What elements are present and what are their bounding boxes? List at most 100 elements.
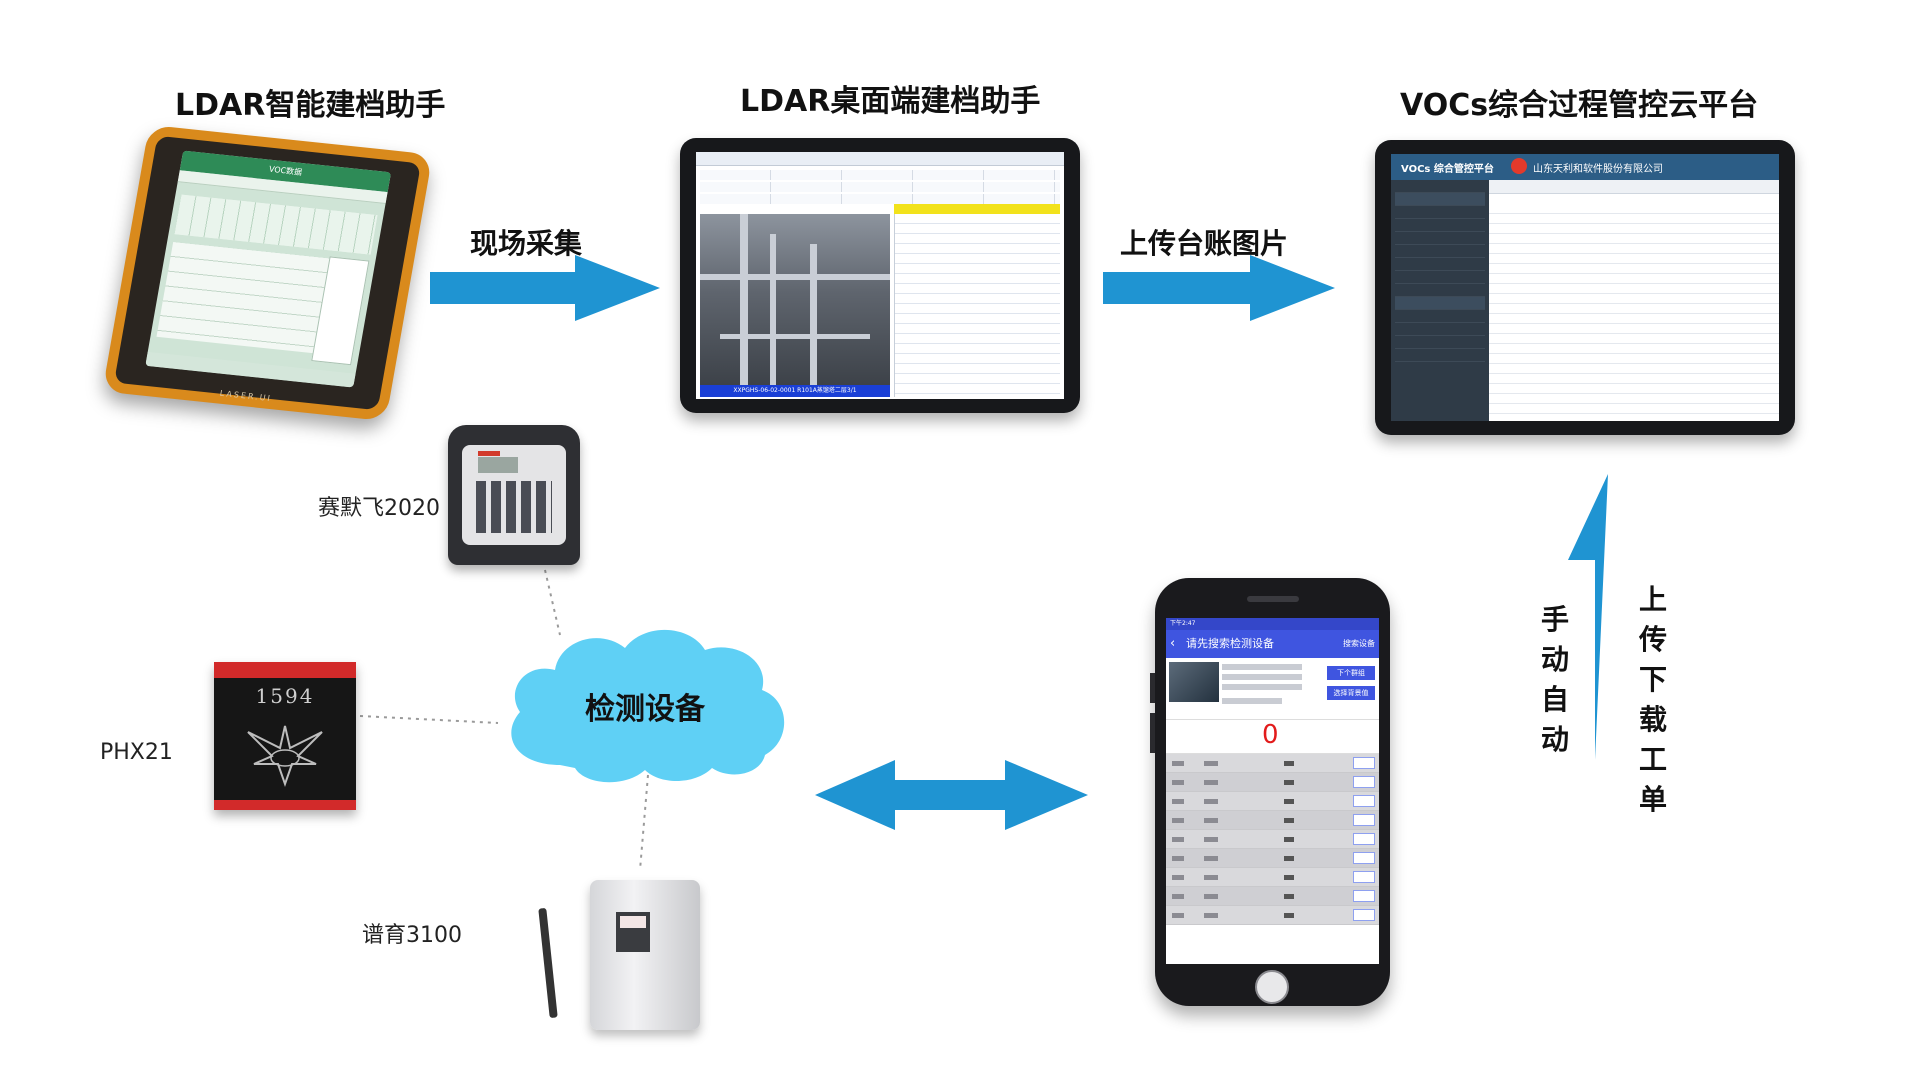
- sidebar-item[interactable]: [1395, 180, 1485, 193]
- col: [1284, 780, 1294, 785]
- col: [1204, 913, 1218, 918]
- cloud-platform-screen: VOCs 综合管控平台 山东天利和软件股份有限公司: [1391, 154, 1779, 421]
- col: [1284, 856, 1294, 861]
- cloud-tabs[interactable]: [1489, 180, 1779, 194]
- search-device-button[interactable]: 搜索设备: [1343, 639, 1375, 648]
- thermo-logo: [478, 451, 500, 456]
- phone-home-button[interactable]: [1255, 970, 1289, 1004]
- phx21-number: 1594: [255, 684, 315, 708]
- cloud-data-table: [1489, 204, 1779, 421]
- desktop-menubar: [696, 152, 1064, 166]
- sidebar-item[interactable]: [1395, 193, 1485, 206]
- next-group-button[interactable]: 下个群组: [1327, 666, 1375, 680]
- start-button[interactable]: [1353, 871, 1375, 883]
- connector-phx: [359, 715, 499, 724]
- cloud-app-name: VOCs 综合管控平台: [1401, 164, 1494, 175]
- company-logo-icon: [1511, 158, 1527, 174]
- pipe: [810, 244, 817, 387]
- col: [1204, 818, 1218, 823]
- label-upload-download-workorder: 上传下载工单: [1638, 583, 1667, 816]
- sidebar-item[interactable]: [1395, 258, 1485, 271]
- sidebar-item[interactable]: [1395, 271, 1485, 284]
- list-item: [1166, 811, 1379, 830]
- thermo-face: [462, 445, 566, 545]
- rugged-tablet-screen: VOC数据: [145, 150, 392, 388]
- sidebar-item[interactable]: [1395, 219, 1485, 232]
- col: [1284, 913, 1294, 918]
- col: [1172, 894, 1184, 899]
- info-line: [1222, 698, 1282, 704]
- desktop-form-row-3: [700, 194, 1060, 204]
- start-button[interactable]: [1353, 776, 1375, 788]
- col: [1204, 856, 1218, 861]
- col: [1284, 875, 1294, 880]
- arrow-up-head: [1568, 474, 1608, 760]
- col: [1172, 837, 1184, 842]
- puyu-3100-device: [538, 880, 700, 1030]
- sidebar-item[interactable]: [1395, 245, 1485, 258]
- desktop-equipment-photo: [700, 214, 890, 387]
- sidebar-item[interactable]: [1395, 206, 1485, 219]
- sidebar-item[interactable]: [1395, 297, 1485, 310]
- start-button[interactable]: [1353, 890, 1375, 902]
- thermo-2020-device: [448, 425, 580, 565]
- start-button[interactable]: [1353, 795, 1375, 807]
- col: [1172, 799, 1184, 804]
- select-background-button[interactable]: 选择背景值: [1327, 686, 1375, 700]
- sidebar-item[interactable]: [1395, 232, 1485, 245]
- label-manual-auto: 手动自动: [1540, 603, 1569, 756]
- list-item: [1166, 906, 1379, 925]
- detection-equipment-label: 检测设备: [585, 692, 705, 727]
- desktop-form-row-1: [700, 170, 1060, 180]
- start-button[interactable]: [1353, 833, 1375, 845]
- cloud-company-name: 山东天利和软件股份有限公司: [1533, 164, 1663, 175]
- col: [1284, 837, 1294, 842]
- sidebar-item[interactable]: [1395, 336, 1485, 349]
- desktop-photo-caption: XXPGHS-06-02-0001 R101A蒸馏塔二层3/1: [700, 385, 890, 397]
- thermo-lcd: [478, 457, 518, 473]
- col: [1172, 875, 1184, 880]
- info-line: [1222, 674, 1302, 680]
- start-button[interactable]: [1353, 852, 1375, 864]
- phone-header-title: 请先搜索检测设备: [1186, 637, 1274, 650]
- info-line: [1222, 664, 1302, 670]
- col: [1204, 894, 1218, 899]
- col: [1172, 761, 1184, 766]
- label-phx21: PHX21: [100, 740, 173, 765]
- cloud-sidebar: [1391, 180, 1489, 421]
- arrow-upload: [1103, 255, 1335, 321]
- puyu-screen: [620, 916, 646, 928]
- phone-count-area: 0: [1166, 720, 1379, 754]
- col: [1284, 894, 1294, 899]
- sidebar-item[interactable]: [1395, 310, 1485, 323]
- sidebar-item[interactable]: [1395, 349, 1485, 362]
- rugged-screen-form: [156, 241, 336, 354]
- list-item: [1166, 754, 1379, 773]
- list-item: [1166, 849, 1379, 868]
- start-button[interactable]: [1353, 909, 1375, 921]
- cloud-platform-tablet: VOCs 综合管控平台 山东天利和软件股份有限公司: [1375, 140, 1795, 435]
- sidebar-item[interactable]: [1395, 284, 1485, 297]
- start-button[interactable]: [1353, 814, 1375, 826]
- list-item: [1166, 868, 1379, 887]
- thermo-keypad: [476, 481, 552, 533]
- desktop-form-row-2: [700, 182, 1060, 192]
- pipe: [740, 214, 748, 387]
- col: [1204, 780, 1218, 785]
- pipe: [700, 274, 890, 280]
- back-icon[interactable]: ‹: [1170, 636, 1176, 651]
- list-item: [1166, 830, 1379, 849]
- sidebar-item[interactable]: [1395, 323, 1485, 336]
- label-field-collection: 现场采集: [470, 227, 583, 260]
- col: [1172, 856, 1184, 861]
- col: [1284, 818, 1294, 823]
- phone-device-info: 下个群组 选择背景值: [1166, 658, 1379, 720]
- start-button[interactable]: [1353, 757, 1375, 769]
- label-thermo-2020: 赛默飞2020: [318, 496, 440, 521]
- col: [1284, 761, 1294, 766]
- phone-header: ‹ 请先搜索检测设备 搜索设备: [1166, 630, 1379, 658]
- info-line: [1222, 684, 1302, 690]
- col: [1204, 837, 1218, 842]
- desktop-tablet-screen: XXPGHS-06-02-0001 R101A蒸馏塔二层3/1: [696, 152, 1064, 399]
